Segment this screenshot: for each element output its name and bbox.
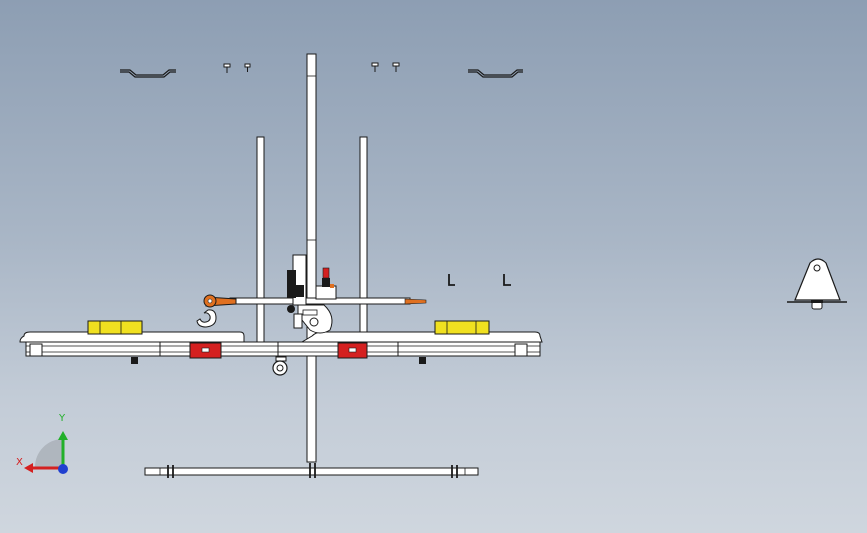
orange-handle[interactable] (203, 294, 237, 308)
yellow-pad-right[interactable] (434, 320, 490, 335)
mounting-bracket[interactable] (787, 258, 847, 310)
coordinate-triad (24, 431, 68, 474)
bent-strip-left[interactable] (120, 69, 176, 78)
hanging-eye-ring[interactable] (272, 356, 288, 376)
central-mast[interactable] (306, 53, 317, 463)
red-clamp-left[interactable] (189, 342, 222, 359)
l-bracket-right[interactable] (503, 274, 511, 286)
red-clamp-right[interactable] (337, 342, 368, 359)
hook-latch[interactable] (196, 309, 217, 328)
upright-right[interactable] (359, 136, 368, 345)
y-axis-label: Y (59, 413, 66, 424)
yellow-pad-left[interactable] (87, 320, 143, 335)
mechanism-housing[interactable] (287, 254, 333, 334)
bent-strip-right[interactable] (468, 69, 523, 78)
screw-pair-right[interactable] (371, 62, 400, 72)
bottom-t-bar[interactable] (144, 463, 479, 478)
screw-pair-left[interactable] (223, 63, 251, 73)
toggle-clamp[interactable] (315, 267, 337, 300)
base-frame[interactable] (19, 331, 543, 364)
l-bracket-left[interactable] (448, 274, 455, 286)
x-axis-label: X (16, 457, 23, 468)
upright-left[interactable] (256, 136, 265, 345)
